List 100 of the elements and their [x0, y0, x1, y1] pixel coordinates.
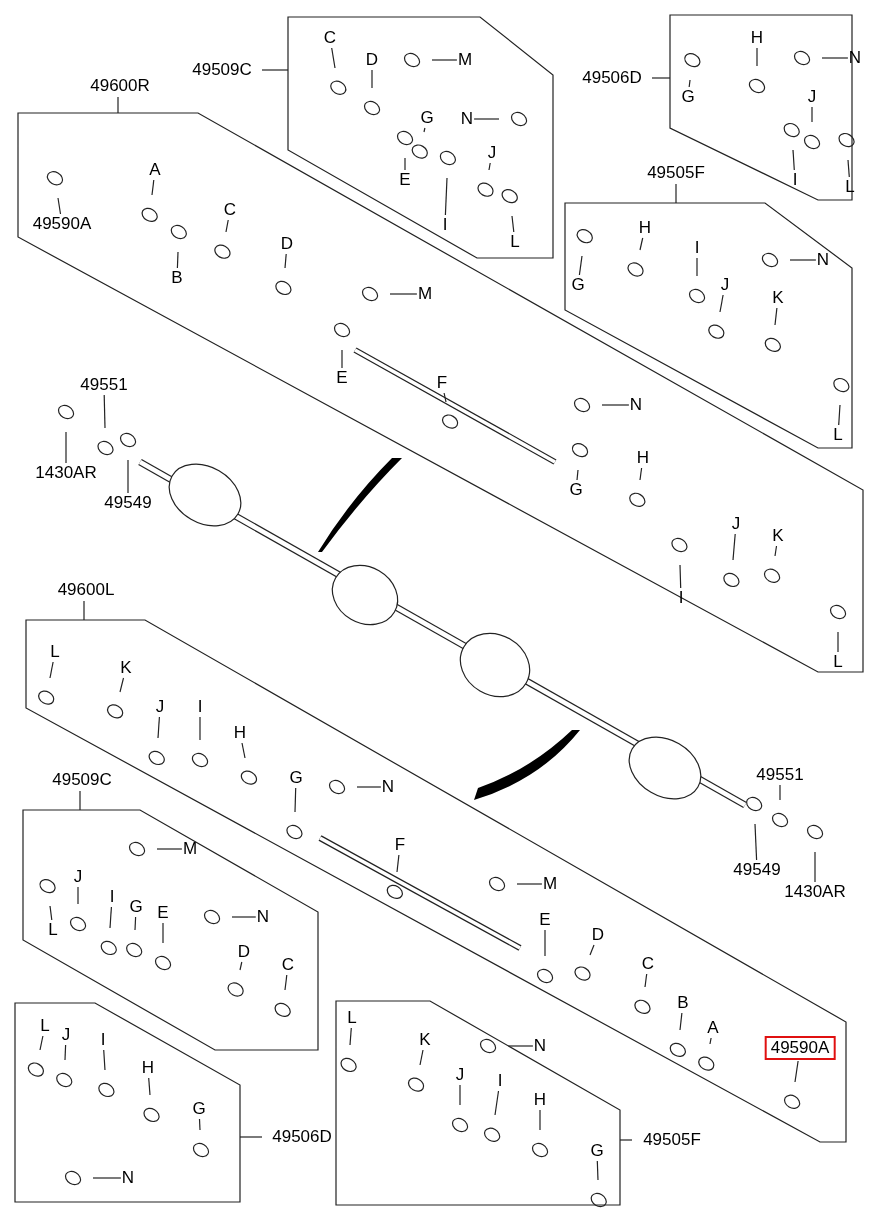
- callout-letter: I: [109, 888, 115, 906]
- callout-letter: A: [707, 1019, 719, 1037]
- leader-line: [419, 1049, 424, 1066]
- kit-part-number: 49506D: [272, 1128, 332, 1146]
- leader-line: [103, 394, 106, 429]
- callout-letter: J: [155, 698, 165, 716]
- callout-letter: G: [569, 481, 583, 499]
- callout-letter: F: [394, 836, 406, 854]
- callout-letter: K: [772, 527, 784, 545]
- leader-line: [779, 784, 781, 801]
- callout-letter: M: [457, 51, 473, 69]
- callout-letter: I: [497, 1072, 503, 1090]
- kit-part-number: 49600R: [90, 77, 150, 95]
- callout-letter: J: [61, 1026, 71, 1044]
- leader-line: [371, 69, 373, 89]
- kit-part-number: 49505F: [647, 164, 705, 182]
- leader-line: [49, 661, 54, 679]
- callout-letter: L: [833, 426, 843, 444]
- leader-line: [423, 127, 426, 133]
- callout-letter: H: [141, 1059, 155, 1077]
- callout-letter: J: [720, 276, 730, 294]
- leader-line: [507, 1045, 534, 1047]
- callout-letter: G: [571, 276, 585, 294]
- callout-letter: N: [256, 908, 270, 926]
- callout-letter: L: [48, 921, 58, 939]
- leader-line: [511, 215, 515, 233]
- callout-letter: D: [237, 943, 251, 961]
- callout-letter: I: [100, 1031, 106, 1049]
- leader-line: [709, 1037, 712, 1045]
- callout-letter: B: [677, 994, 689, 1012]
- part-number: 49549: [733, 861, 781, 879]
- callout-letter: H: [233, 724, 247, 742]
- kit-part-number: 49509C: [52, 771, 112, 789]
- leader-line: [443, 392, 447, 403]
- leader-line: [64, 1044, 67, 1061]
- leader-line: [596, 1160, 599, 1181]
- callout-letter: E: [157, 904, 169, 922]
- leader-line: [576, 469, 579, 481]
- callout-letter: G: [420, 109, 434, 127]
- leader-line: [794, 1060, 799, 1083]
- leader-line: [239, 961, 243, 971]
- callout-letter: M: [417, 285, 433, 303]
- leader-line: [837, 631, 839, 653]
- leader-line: [77, 886, 79, 905]
- leader-line: [639, 237, 644, 251]
- callout-letter: H: [533, 1091, 547, 1109]
- leader-line: [396, 854, 400, 873]
- leader-line: [39, 1035, 44, 1051]
- callout-letter: L: [510, 233, 520, 251]
- callout-letter: H: [636, 449, 650, 467]
- callout-letter: M: [182, 840, 198, 858]
- callout-letter: C: [323, 29, 337, 47]
- leader-line: [231, 916, 257, 918]
- leader-line: [176, 251, 179, 269]
- leader-line: [811, 106, 813, 123]
- leader-line: [679, 1012, 683, 1031]
- callout-letter: K: [772, 289, 784, 307]
- leader-line: [539, 1109, 541, 1131]
- callout-letter: J: [487, 144, 497, 162]
- callout-letter: G: [289, 769, 303, 787]
- leader-line: [199, 716, 201, 741]
- leader-line: [756, 47, 758, 67]
- leader-line: [127, 459, 129, 494]
- leader-line: [65, 431, 67, 464]
- part-number: 49590A: [32, 215, 92, 233]
- leader-line: [225, 219, 229, 233]
- leader-line: [516, 883, 543, 885]
- leader-line: [294, 787, 297, 813]
- leader-line: [162, 922, 164, 944]
- callout-letter: I: [694, 239, 700, 257]
- leader-line: [544, 929, 546, 957]
- leader-line: [157, 716, 160, 739]
- kit-part-number: 49509C: [192, 61, 252, 79]
- callout-letter: M: [542, 875, 558, 893]
- leader-line: [488, 162, 491, 171]
- callout-letter: C: [281, 956, 295, 974]
- callout-letter: I: [792, 171, 798, 189]
- leader-line: [431, 59, 458, 61]
- callout-letter: G: [681, 88, 695, 106]
- leader-line: [57, 197, 62, 215]
- callout-letter: E: [539, 911, 551, 929]
- leader-line: [134, 916, 137, 931]
- callout-letter: N: [533, 1037, 547, 1055]
- leader-line: [754, 823, 758, 861]
- callout-letter: I: [197, 698, 203, 716]
- callout-letter: L: [347, 1009, 357, 1027]
- callout-letter: G: [590, 1142, 604, 1160]
- callout-letter: N: [816, 251, 830, 269]
- callout-letter: D: [280, 235, 294, 253]
- kit-part-number: 49506D: [582, 69, 642, 87]
- leader-line: [341, 349, 343, 369]
- leader-line: [356, 786, 382, 788]
- callout-letter: B: [171, 269, 183, 287]
- leader-line: [404, 157, 406, 171]
- callout-letter: N: [629, 396, 643, 414]
- leader-line: [639, 467, 643, 481]
- leader-line: [847, 159, 850, 178]
- callout-letter: G: [192, 1100, 206, 1118]
- callout-letter: L: [845, 178, 855, 196]
- leader-line: [198, 1118, 201, 1131]
